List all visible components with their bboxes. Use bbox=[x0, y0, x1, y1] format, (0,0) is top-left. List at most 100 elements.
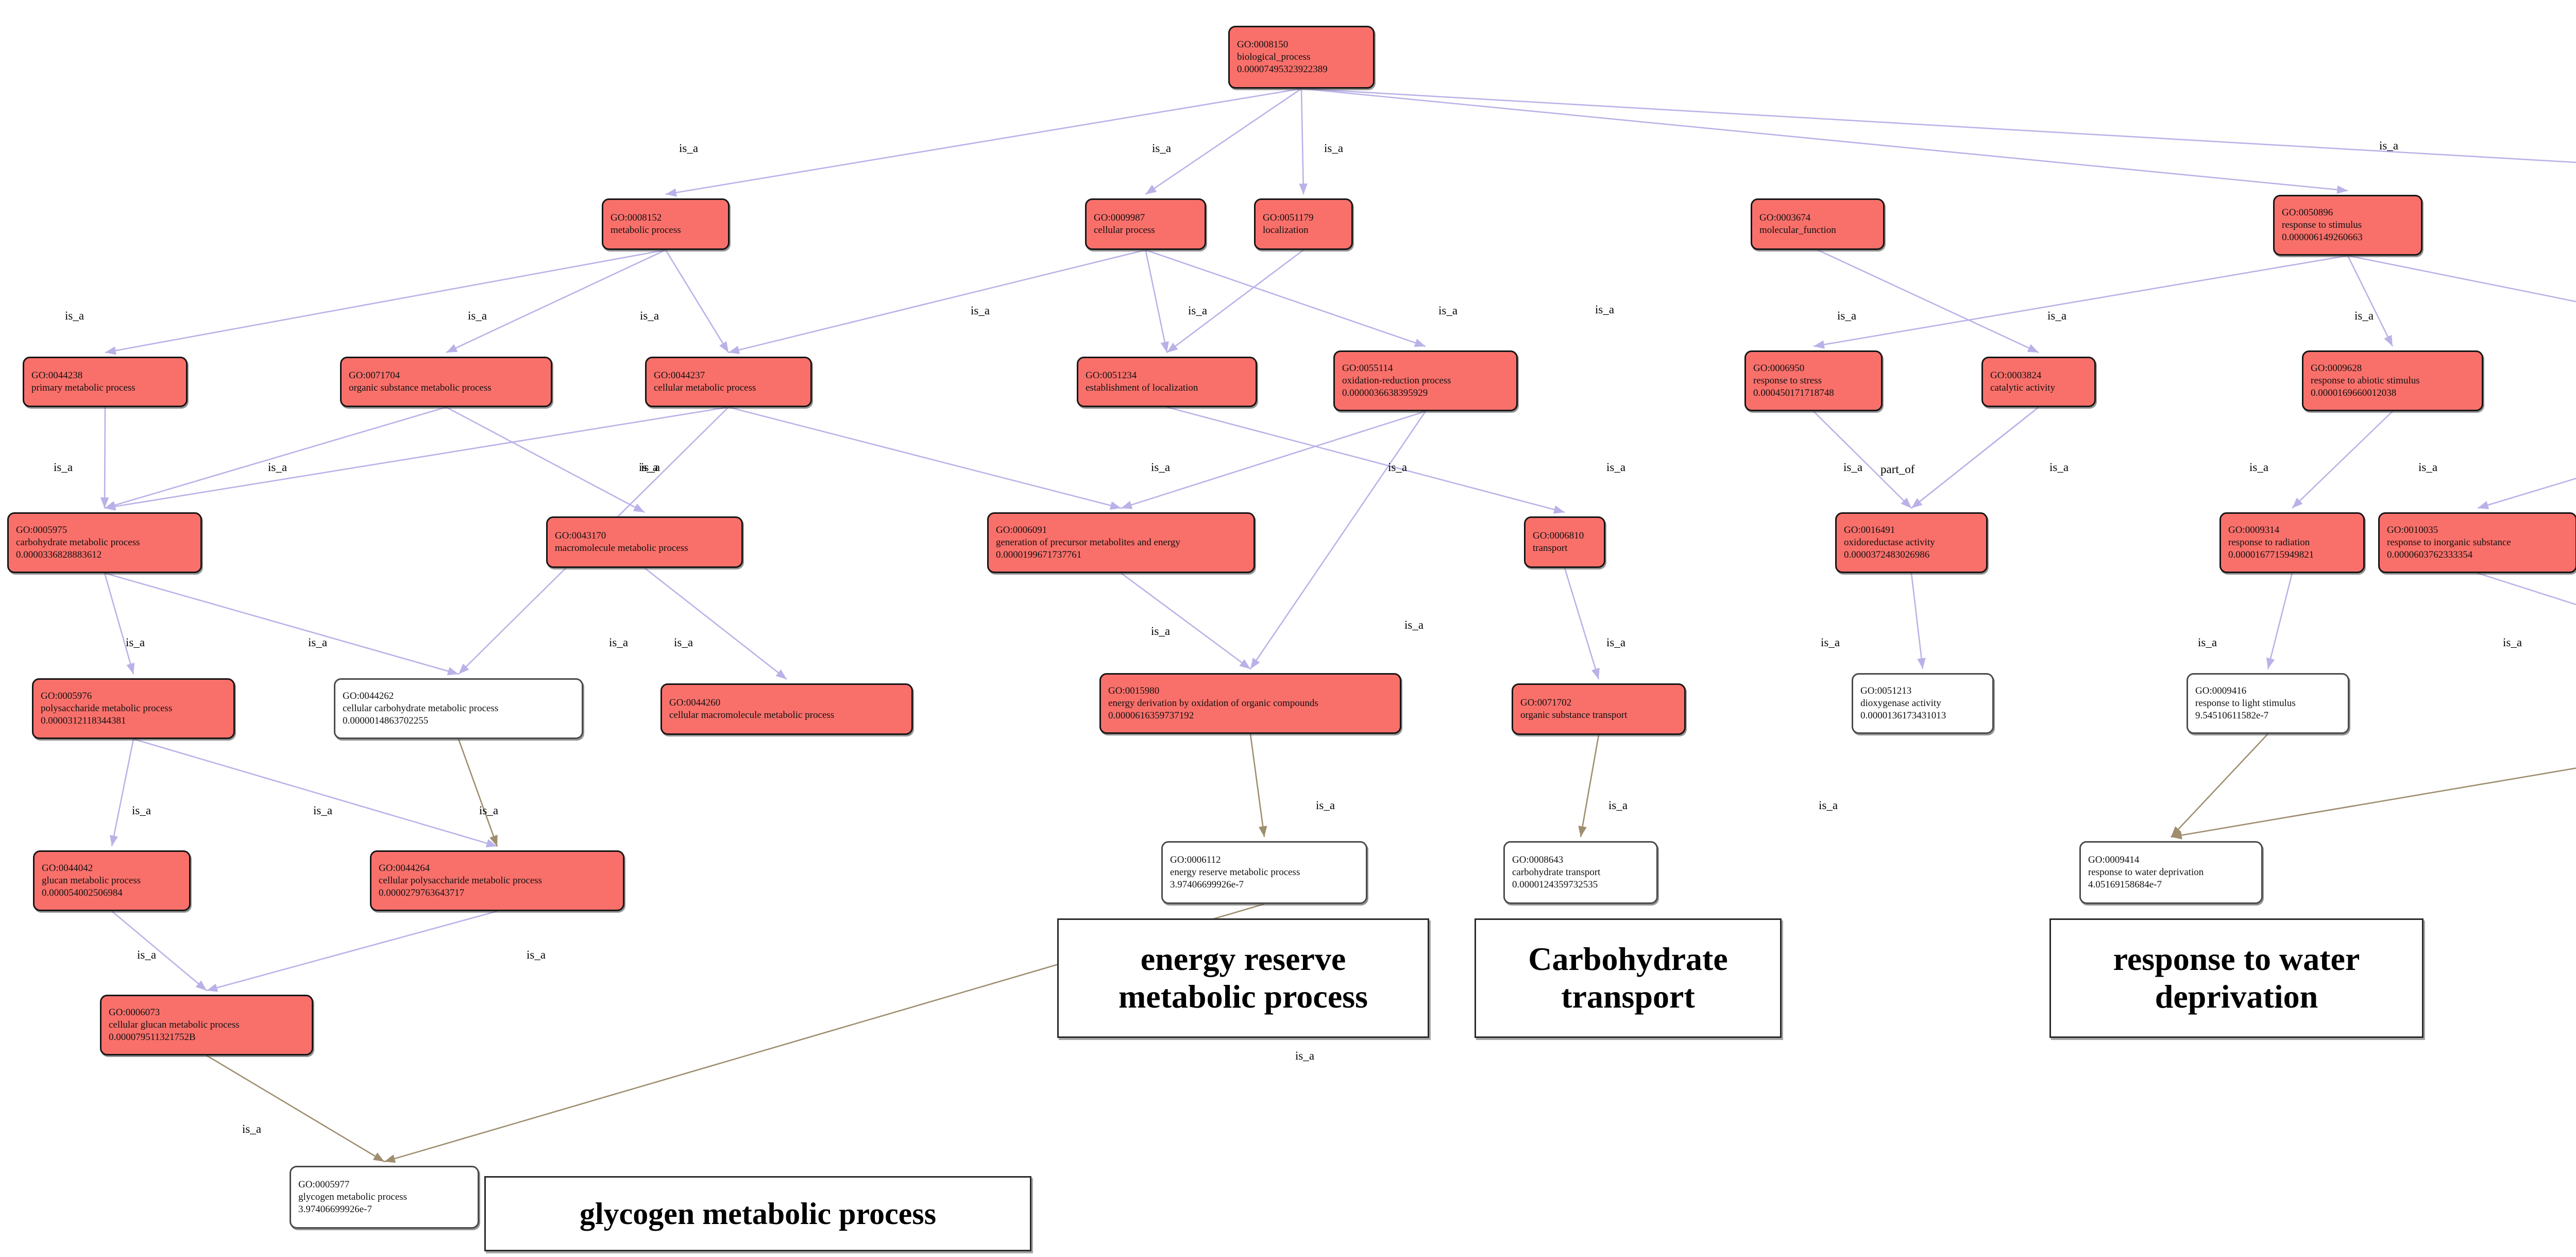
edge-GO-0050896-to-GO-0009628 bbox=[2347, 255, 2394, 347]
go-term-name: dioxygenase activity bbox=[1860, 697, 1941, 709]
go-node-GO-0008152[interactable]: GO:0008152 metabolic process bbox=[602, 198, 730, 250]
edge-label-is_a: is_a bbox=[1595, 303, 1615, 316]
go-term-name: primary metabolic process bbox=[31, 382, 135, 393]
edge-GO-0043170-to-GO-0044260 bbox=[644, 567, 787, 680]
edge-GO-0071704-to-GO-0043170 bbox=[446, 406, 645, 513]
go-term-name: biological_process bbox=[1237, 51, 1311, 62]
edge-GO-0009416-to-GO-0009414 bbox=[2171, 733, 2268, 837]
go-pvalue: 0.0000036638395929 bbox=[1342, 388, 1428, 399]
go-term-name: organic substance transport bbox=[1520, 710, 1628, 720]
go-pvalue: 0.00007495323922389 bbox=[1237, 64, 1328, 75]
edge-GO-0008152-to-GO-0044237 bbox=[665, 249, 730, 353]
go-term-name: carbohydrate transport bbox=[1512, 866, 1601, 878]
edge-label-is_a: is_a bbox=[639, 461, 658, 474]
edge-GO-0006091-to-GO-0015980 bbox=[1121, 572, 1251, 670]
go-id: GO:0015980 bbox=[1108, 685, 1160, 696]
go-pvalue: 0.000054002506984 bbox=[42, 887, 123, 899]
go-term-name: localization bbox=[1263, 225, 1309, 236]
go-pvalue: 0.0000372483026986 bbox=[1844, 549, 1930, 561]
go-id: GO:0008152 bbox=[611, 212, 662, 223]
go-id: GO:0050896 bbox=[2282, 207, 2333, 218]
edge-GO-0006950-to-GO-0016491 bbox=[1813, 411, 1912, 509]
edge-GO-0009987-to-GO-0055114 bbox=[1145, 249, 1426, 347]
edge-GO-0016491-to-GO-0051213 bbox=[1910, 573, 1926, 669]
edge-label-is_a: is_a bbox=[1388, 461, 1408, 474]
go-term-name: catalytic activity bbox=[1990, 382, 2056, 393]
callout-c_glycogen: glycogen metabolic process bbox=[484, 1176, 1031, 1251]
edge-GO-0050896-to-GO-0042221 bbox=[2347, 255, 2576, 303]
edge-GO-0008150-to-GO-0050896 bbox=[1301, 88, 2348, 194]
go-id: GO:0006091 bbox=[996, 524, 1047, 535]
edge-label-is_a: is_a bbox=[1606, 461, 1626, 474]
go-node-GO-0071702[interactable]: GO:0071702 organic substance transport bbox=[1512, 683, 1686, 735]
go-id: GO:0009628 bbox=[2311, 362, 2362, 374]
go-id: GO:0044237 bbox=[654, 370, 705, 381]
go-id: GO:0044238 bbox=[31, 370, 83, 381]
go-id: GO:0005975 bbox=[16, 524, 67, 535]
edge-label-is_a: is_a bbox=[1837, 309, 1857, 322]
go-id: GO:0071702 bbox=[1520, 697, 1572, 708]
go-id: GO:0006112 bbox=[1170, 854, 1221, 865]
edge-label-is_a: is_a bbox=[2354, 309, 2374, 322]
edge-label-is_a: is_a bbox=[971, 304, 990, 317]
go-id: GO:0044264 bbox=[379, 862, 430, 874]
edge-label-is_a: is_a bbox=[1821, 636, 1840, 649]
go-pvalue: 0.0000279763643717 bbox=[379, 887, 465, 899]
go-term-name: organic substance metabolic process bbox=[349, 382, 492, 393]
edge-GO-0051179-to-GO-0051234 bbox=[1166, 249, 1304, 354]
go-pvalue: 0.0000169660012038 bbox=[2311, 388, 2397, 399]
edge-label-is_a: is_a bbox=[2047, 309, 2067, 322]
go-node-GO-0051179[interactable]: GO:0051179 localization bbox=[1254, 198, 1353, 250]
go-term-name: response to abiotic stimulus bbox=[2311, 375, 2420, 386]
go-term-name: response to light stimulus bbox=[2195, 697, 2296, 709]
edge-label-is_a: is_a bbox=[132, 804, 151, 817]
edge-GO-0009987-to-GO-0051234 bbox=[1145, 249, 1169, 353]
edge-label-is_a: is_a bbox=[479, 804, 499, 817]
callout-label: energy reserve metabolic process bbox=[1118, 941, 1368, 1015]
edge-GO-0044237-to-GO-0006091 bbox=[728, 406, 1122, 510]
edge-label-is_a: is_a bbox=[1151, 461, 1171, 474]
go-term-name: metabolic process bbox=[611, 225, 681, 236]
go-term-name: establishment of localization bbox=[1086, 382, 1198, 393]
go-id: GO:0051179 bbox=[1263, 212, 1314, 223]
go-pvalue: 3.97406699926e-7 bbox=[298, 1204, 372, 1215]
go-id: GO:0044042 bbox=[42, 862, 93, 874]
go-id: GO:0071704 bbox=[349, 370, 400, 381]
edge-label-is_a: is_a bbox=[1608, 799, 1628, 812]
edge-GO-0006073-to-GO-0005977 bbox=[206, 1054, 385, 1163]
go-term-name: cellular glucan metabolic process bbox=[109, 1019, 240, 1030]
